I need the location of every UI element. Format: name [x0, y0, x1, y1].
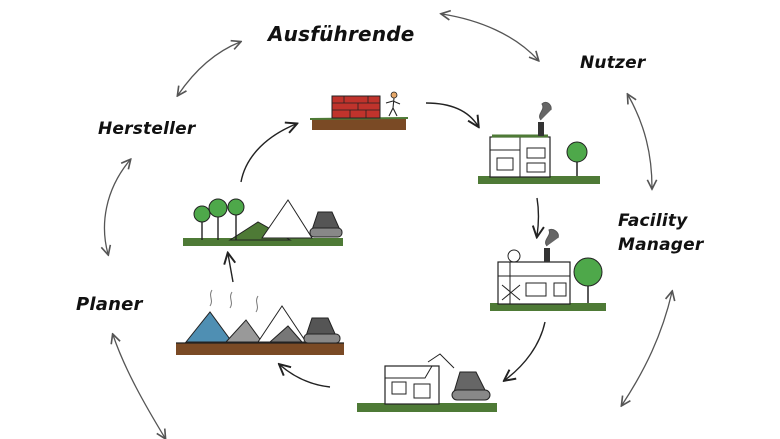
brick-construction-scene	[309, 91, 409, 130]
arrow-recycling-to-extraction	[228, 254, 233, 283]
arrow-extraction-to-production	[240, 124, 296, 183]
maintenance-scene	[490, 229, 606, 311]
arrow-hersteller-ausfuehrende	[178, 42, 240, 95]
arrow-nutzer-facility	[628, 95, 652, 188]
arrow-ausfuehrende-nutzer	[442, 14, 538, 60]
arrow-demolition-to-recycling	[280, 365, 331, 388]
building-scene	[478, 101, 600, 184]
arrow-facility-bottom	[622, 292, 672, 405]
extraction-scene	[183, 198, 343, 246]
recycling-scene	[176, 289, 344, 355]
label-facility-line2: Manager	[618, 235, 704, 255]
label-hersteller: Hersteller	[98, 119, 196, 139]
label-facility-manager: Facility Manager	[618, 209, 703, 257]
label-facility-line1: Facility	[618, 211, 688, 231]
label-ausfuehrende: Ausführende	[268, 22, 415, 46]
label-planer: Planer	[76, 294, 143, 315]
arrow-planer-bottom	[113, 335, 165, 438]
arrow-maintenance-to-demolition	[505, 321, 546, 380]
label-nutzer: Nutzer	[580, 53, 646, 73]
arrow-construction-to-building	[425, 102, 478, 126]
demolition-scene	[357, 353, 497, 412]
arrow-building-to-maintenance	[537, 197, 539, 236]
arrow-planer-hersteller	[104, 160, 130, 254]
